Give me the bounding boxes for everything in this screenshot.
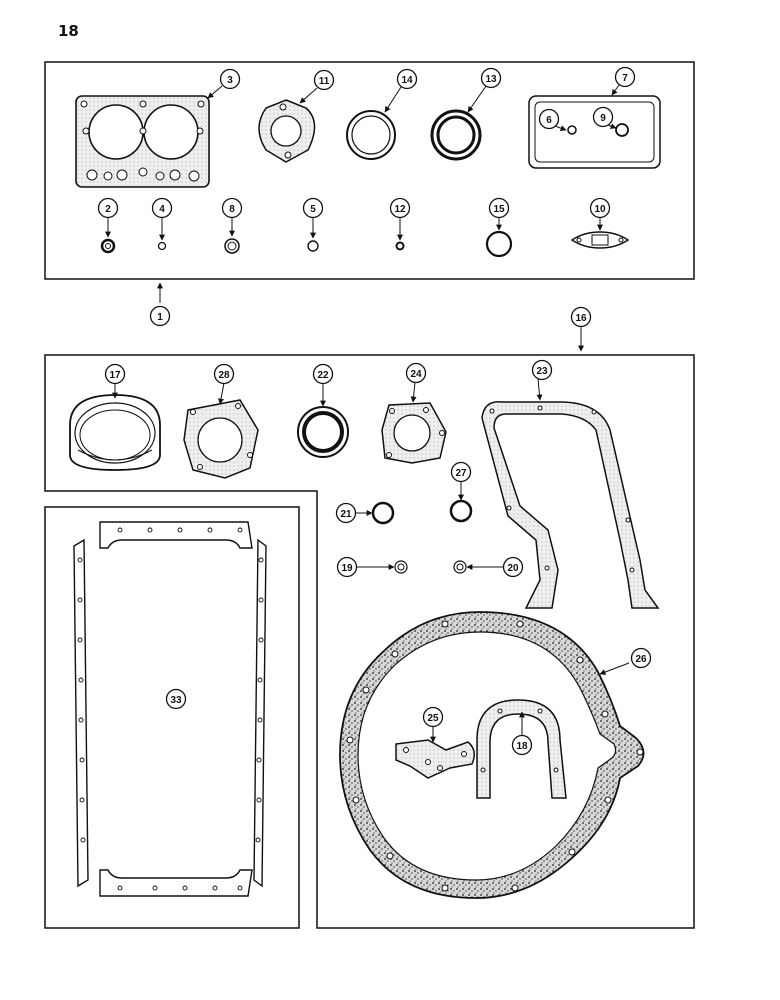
svg-text:13: 13 xyxy=(485,74,497,85)
svg-text:5: 5 xyxy=(310,204,316,215)
callout-14: 14 xyxy=(396,68,418,90)
o-ring-4 xyxy=(157,241,167,251)
svg-text:24: 24 xyxy=(410,369,422,380)
washer-2 xyxy=(100,238,116,254)
seal-retainer-gasket-18 xyxy=(476,699,567,799)
o-ring-27 xyxy=(449,499,473,523)
oil-seal-13 xyxy=(430,109,482,161)
seal-ring-14 xyxy=(346,110,396,160)
callout-23: 23 xyxy=(531,359,553,381)
callout-26: 26 xyxy=(630,647,652,669)
svg-text:7: 7 xyxy=(622,73,628,84)
callout-22: 22 xyxy=(312,363,334,385)
svg-text:6: 6 xyxy=(546,115,552,126)
oil-pan-kit-frame xyxy=(44,506,300,929)
callout-19: 19 xyxy=(336,556,358,578)
svg-text:9: 9 xyxy=(600,113,606,124)
washer-20 xyxy=(453,560,467,574)
svg-text:16: 16 xyxy=(575,313,587,324)
leaders-top xyxy=(105,84,620,352)
bottom-kit-frame xyxy=(44,354,695,929)
svg-text:22: 22 xyxy=(317,370,329,381)
oil-seal-22 xyxy=(297,406,349,458)
svg-text:12: 12 xyxy=(394,204,406,215)
svg-text:8: 8 xyxy=(229,204,235,215)
o-ring-15 xyxy=(485,230,513,258)
svg-text:27: 27 xyxy=(455,468,467,479)
callout-8: 8 xyxy=(221,197,243,219)
washer-8 xyxy=(224,238,240,254)
svg-text:28: 28 xyxy=(218,370,230,381)
flywheel-housing-gasket-26 xyxy=(339,611,645,899)
cover-gasket-24 xyxy=(381,402,447,464)
leaders-bottom xyxy=(112,378,630,743)
callout-24: 24 xyxy=(405,362,427,384)
callout-28: 28 xyxy=(213,363,235,385)
callout-27: 27 xyxy=(450,461,472,483)
svg-text:4: 4 xyxy=(159,204,165,215)
oil-pan-gasket-set-33 xyxy=(73,521,267,897)
gasket-25 xyxy=(395,739,475,779)
svg-text:26: 26 xyxy=(635,654,647,665)
callout-5: 5 xyxy=(302,197,324,219)
callout-16: 16 xyxy=(570,306,592,328)
callout-17: 17 xyxy=(104,363,126,385)
svg-text:21: 21 xyxy=(340,509,352,520)
page-number: 18 xyxy=(58,22,79,40)
callout-3: 3 xyxy=(219,68,241,90)
svg-text:19: 19 xyxy=(341,563,353,574)
svg-text:20: 20 xyxy=(507,563,519,574)
callout-1: 1 xyxy=(149,305,171,327)
callout-12: 12 xyxy=(389,197,411,219)
washer-19 xyxy=(394,560,408,574)
gasket-10 xyxy=(570,231,630,249)
callout-10: 10 xyxy=(589,197,611,219)
svg-text:17: 17 xyxy=(109,370,121,381)
o-ring-5 xyxy=(307,240,319,252)
callout-33: 33 xyxy=(165,688,187,710)
callout-25: 25 xyxy=(422,706,444,728)
callout-18: 18 xyxy=(511,734,533,756)
svg-text:33: 33 xyxy=(170,695,182,706)
cylinder-head-gasket xyxy=(75,95,210,188)
svg-text:23: 23 xyxy=(536,366,548,377)
callout-4: 4 xyxy=(151,197,173,219)
callout-13: 13 xyxy=(480,67,502,89)
svg-text:14: 14 xyxy=(401,75,413,86)
callout-15: 15 xyxy=(488,197,510,219)
svg-text:1: 1 xyxy=(157,312,163,323)
flange-gasket-11 xyxy=(258,99,316,163)
crank-seal-17 xyxy=(69,394,161,471)
svg-text:2: 2 xyxy=(105,204,111,215)
svg-text:10: 10 xyxy=(594,204,606,215)
rocker-cover-gasket xyxy=(528,95,661,169)
o-ring-12 xyxy=(395,241,405,251)
callout-9: 9 xyxy=(592,106,614,128)
callout-2: 2 xyxy=(97,197,119,219)
timing-cover-gasket-23 xyxy=(481,401,660,609)
svg-text:25: 25 xyxy=(427,713,439,724)
svg-text:11: 11 xyxy=(319,76,330,87)
housing-gasket-28 xyxy=(183,399,259,479)
callout-20: 20 xyxy=(502,556,524,578)
svg-text:15: 15 xyxy=(493,204,505,215)
svg-text:18: 18 xyxy=(516,741,528,752)
callout-6: 6 xyxy=(538,108,560,130)
callout-21: 21 xyxy=(335,502,357,524)
top-kit-frame xyxy=(44,61,695,280)
callout-11: 11 xyxy=(313,69,335,91)
callout-7: 7 xyxy=(614,66,636,88)
o-ring-21 xyxy=(371,501,395,525)
svg-text:3: 3 xyxy=(227,75,233,86)
